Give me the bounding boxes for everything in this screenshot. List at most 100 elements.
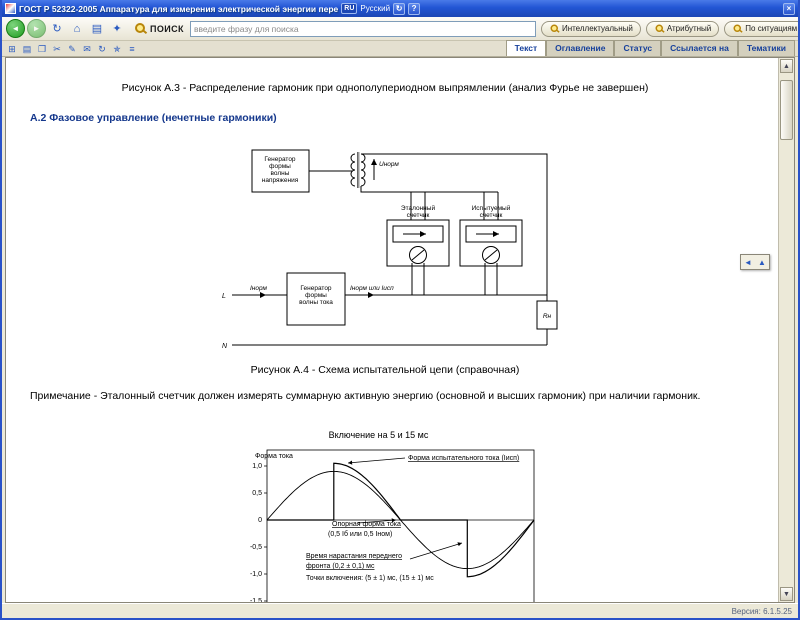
- documents-button[interactable]: ▤: [91, 23, 103, 35]
- rise-time-annotation-2: фронта (0,2 ± 0,1) мс: [306, 563, 375, 570]
- search-icon: [733, 24, 743, 33]
- back-button[interactable]: ◄: [6, 19, 25, 38]
- scroll-down-button[interactable]: ▼: [780, 587, 793, 601]
- statusbar: Версия: 6.1.5.25: [2, 603, 798, 618]
- update-button[interactable]: ↻: [393, 2, 406, 15]
- language-badge[interactable]: RU: [341, 3, 358, 14]
- current-generator-label: формы: [305, 292, 327, 299]
- search-mode-intellectual-button[interactable]: Интеллектуальный: [540, 20, 641, 37]
- refresh-button[interactable]: ↻: [52, 23, 62, 35]
- grid-icon[interactable]: ⊞: [8, 43, 16, 54]
- titlebar: ГОСТ Р 52322-2005 Аппаратура для измерен…: [2, 0, 798, 17]
- y-tick: -1,0: [250, 571, 262, 578]
- star-icon[interactable]: ✯: [113, 43, 121, 54]
- transformer-primary-coil: [350, 153, 356, 187]
- home-button[interactable]: ⌂: [73, 22, 81, 35]
- current-generator-label: Генератор: [300, 285, 332, 292]
- test-meter-label: счетчик: [480, 212, 503, 219]
- load-resistor-label: Rн: [543, 313, 552, 320]
- reference-current-annotation: Опорная форма тока: [332, 521, 401, 528]
- window-title: ГОСТ Р 52322-2005 Аппаратура для измерен…: [19, 3, 339, 14]
- switch-on-points-annotation: Точки включения: (5 ± 1) мс, (15 ± 1) мс: [306, 575, 434, 582]
- search-icon: [550, 24, 559, 33]
- search-icon: [135, 22, 147, 35]
- tab-status[interactable]: Статус: [614, 40, 662, 56]
- i-norm-label: Iнорм: [250, 285, 268, 292]
- test-circuit-diagram: Генератор формы волны напряжения Uнорм Э…: [222, 149, 558, 350]
- document-tabs: Текст Оглавление Статус Ссылается на Тем…: [505, 40, 795, 56]
- reference-meter-box: [386, 219, 450, 267]
- voltage-generator-label: напряжения: [262, 177, 299, 184]
- voltage-generator-label: формы: [269, 163, 291, 170]
- forward-button[interactable]: ►: [27, 19, 46, 38]
- help-button[interactable]: ?: [408, 2, 421, 15]
- nav-back-button[interactable]: ◄: [744, 257, 752, 267]
- chart-title: Включение на 5 и 15 мс: [328, 430, 429, 440]
- rise-time-annotation: Время нарастания переднего: [306, 553, 402, 560]
- test-current-curve: [267, 462, 535, 578]
- pencil-icon[interactable]: ✎: [68, 43, 76, 54]
- services-button[interactable]: ✦: [112, 23, 122, 35]
- tab-topics[interactable]: Тематики: [737, 40, 795, 56]
- scroll-up-button[interactable]: ▲: [780, 59, 793, 73]
- tab-contents[interactable]: Оглавление: [546, 40, 615, 56]
- search-input[interactable]: [189, 20, 536, 37]
- search-zone: ПОИСК: [135, 20, 536, 37]
- u-norm-label: Uнорм: [379, 161, 399, 168]
- phase-label: L: [222, 293, 226, 300]
- transformer-secondary-coil: [360, 153, 366, 187]
- vertical-scrollbar[interactable]: ▲ ▼: [778, 58, 794, 602]
- reference-meter-label: Эталонный: [401, 204, 436, 212]
- copy-icon[interactable]: ❐: [37, 43, 47, 54]
- note-text: Примечание - Эталонный счетчик должен из…: [30, 390, 701, 402]
- search-mode-label: По ситуациям: [745, 24, 798, 33]
- y-tick: -0,5: [250, 544, 262, 551]
- current-generator-label: волны тока: [299, 299, 333, 306]
- tab-references[interactable]: Ссылается на: [661, 40, 738, 56]
- search-mode-attribute-button[interactable]: Атрибутный: [645, 20, 720, 37]
- search-mode-label: Атрибутный: [666, 24, 712, 33]
- y-tick: 1,0: [252, 463, 262, 470]
- i-norm-or-test-label: Iнорм или Iисп: [350, 285, 394, 292]
- current-generator-box: [286, 272, 346, 326]
- test-meter-box: [459, 219, 523, 267]
- test-meter-label: Испытуемый: [472, 204, 511, 212]
- section-heading: А.2 Фазовое управление (нечетные гармони…: [30, 112, 277, 124]
- search-label: ПОИСК: [150, 23, 184, 34]
- scissors-icon[interactable]: ✂: [53, 43, 61, 54]
- scrollbar-thumb[interactable]: [780, 80, 793, 140]
- search-mode-label: Интеллектуальный: [561, 24, 633, 33]
- search-icon: [655, 24, 664, 33]
- language-name[interactable]: Русский: [360, 4, 391, 13]
- voltage-generator-label: волны: [271, 170, 290, 177]
- app-icon: [5, 3, 16, 14]
- y-axis-label: Форма тока: [255, 453, 293, 460]
- tab-text[interactable]: Текст: [505, 40, 547, 56]
- waveform-chart: Форма тока 1,0 0,5 0 -0,5 -1,0 -1,5 Форм…: [250, 449, 535, 603]
- neutral-label: N: [222, 343, 228, 350]
- document-icon[interactable]: ▤: [22, 43, 32, 54]
- figure-a4-caption: Рисунок А.4 - Схема испытательной цепи (…: [250, 364, 520, 376]
- search-mode-situations-button[interactable]: По ситуациям: [724, 20, 798, 37]
- y-tick: -1,5: [250, 598, 262, 603]
- text-navigator: ◄ ▲: [740, 254, 770, 270]
- y-tick: 0,5: [252, 490, 262, 497]
- close-button[interactable]: ×: [783, 2, 795, 15]
- test-meter-element: [482, 246, 500, 264]
- document-toolbar: ⊞ ▤ ❐ ✂ ✎ ✉ ↻ ✯ ≡ Текст Оглавление Стату…: [2, 40, 798, 57]
- voltage-generator-label: Генератор: [264, 156, 296, 163]
- reference-current-annotation-2: (0,5 Iб или 0,5 Iном): [328, 530, 392, 538]
- figure-a3-caption: Рисунок А.3 - Распределение гармоник при…: [121, 82, 649, 94]
- reference-meter-element: [409, 246, 427, 264]
- nav-up-button[interactable]: ▲: [758, 257, 766, 267]
- document-view: Рисунок А.3 - Распределение гармоник при…: [5, 57, 795, 603]
- voltage-feed-wire: [361, 153, 548, 301]
- chart-frame: [266, 449, 535, 602]
- envelope-icon[interactable]: ✉: [83, 43, 91, 54]
- list-icon[interactable]: ≡: [129, 44, 135, 54]
- reference-meter-label: счетчик: [407, 212, 430, 219]
- test-current-annotation: Форма испытательного тока (Iисп): [408, 455, 519, 462]
- y-tick: 0: [258, 517, 262, 524]
- reload-icon[interactable]: ↻: [98, 43, 106, 54]
